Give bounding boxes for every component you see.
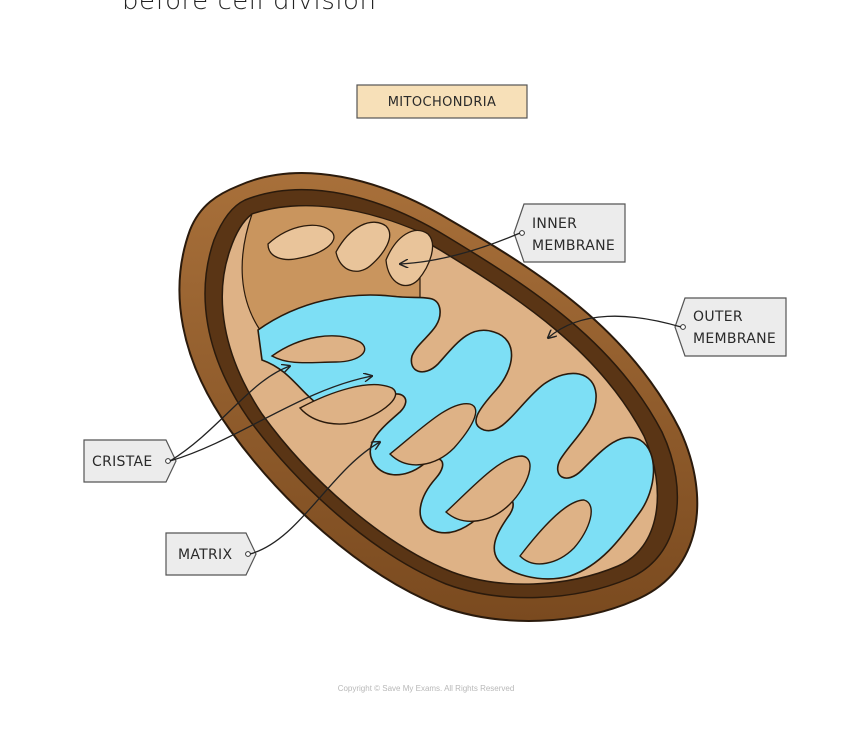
crista-ridge-upper-3 bbox=[385, 229, 434, 286]
cristae-label: CRISTAE bbox=[92, 454, 153, 470]
cristae-tag-hole bbox=[165, 458, 171, 464]
crista-fold-1 bbox=[270, 335, 366, 364]
outer-membrane-tag-hole bbox=[680, 324, 686, 330]
crista-fold-3 bbox=[388, 403, 477, 466]
inner-membrane-label-line1: INNER bbox=[532, 216, 577, 232]
crista-ridge-upper-1 bbox=[267, 224, 335, 261]
inner-membrane-tag-hole bbox=[519, 230, 525, 236]
page-heading-fragment: before cell division bbox=[122, 0, 377, 16]
diagram-title: MITOCHONDRIA bbox=[388, 95, 497, 110]
crista-fold-4 bbox=[444, 455, 531, 522]
matrix-tag bbox=[165, 532, 257, 576]
inner-membrane-label-line2: MEMBRANE bbox=[532, 238, 615, 254]
crista-fold-5 bbox=[519, 499, 592, 565]
outer-membrane-label-line1: OUTER bbox=[693, 309, 743, 325]
crista-ridge-upper-2 bbox=[335, 221, 391, 272]
cristae-pointer-2 bbox=[169, 376, 372, 462]
matrix-label: MATRIX bbox=[178, 547, 232, 563]
matrix-pointer bbox=[249, 442, 380, 555]
cristae-tag bbox=[83, 439, 177, 483]
matrix-tag-hole bbox=[245, 551, 251, 557]
outer-membrane-label-line2: MEMBRANE bbox=[693, 331, 776, 347]
title-box bbox=[356, 84, 528, 119]
outer-membrane-tag bbox=[674, 297, 787, 357]
cristae-pointer-1 bbox=[169, 366, 290, 462]
crista-fold-2 bbox=[298, 384, 397, 425]
inner-membrane-pointer bbox=[400, 232, 521, 264]
inner-membrane-tag bbox=[513, 203, 626, 263]
copyright-notice: Copyright © Save My Exams. All Rights Re… bbox=[337, 684, 515, 693]
outer-membrane-pointer bbox=[548, 315, 682, 338]
